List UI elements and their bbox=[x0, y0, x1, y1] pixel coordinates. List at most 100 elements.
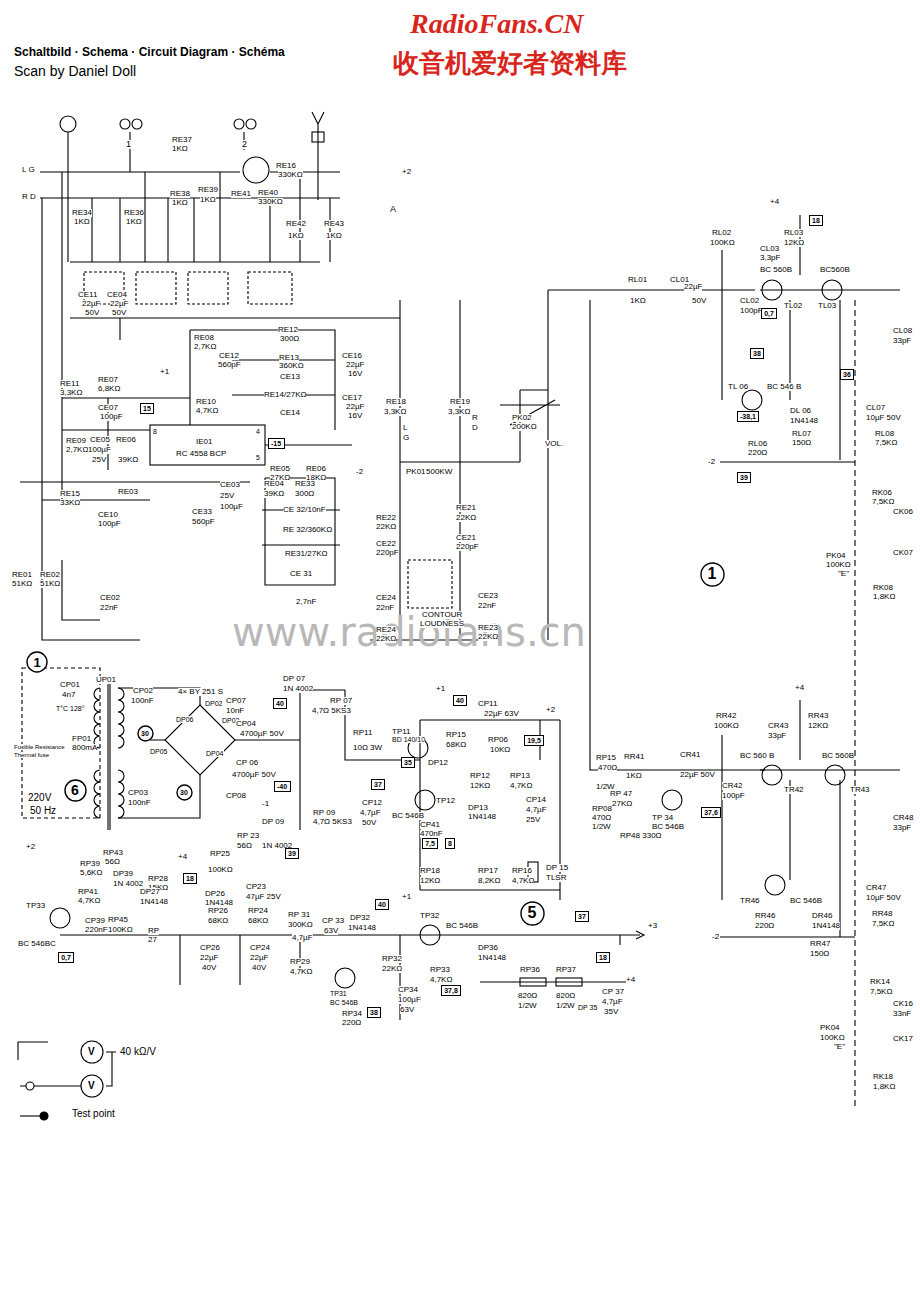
component-label: 4700µF 50V bbox=[240, 730, 284, 738]
component-label: RE08 bbox=[194, 334, 214, 342]
component-label: RP12 bbox=[470, 772, 490, 780]
component-label: L bbox=[403, 424, 407, 432]
measure-symbol bbox=[26, 1082, 34, 1090]
transistor-symbol bbox=[765, 875, 785, 895]
component-label: 4,7KΩ bbox=[512, 877, 534, 885]
circle-outline bbox=[177, 785, 192, 800]
voltmeter-symbol bbox=[81, 1041, 103, 1063]
component-label: RP 23 bbox=[237, 832, 259, 840]
component-label: 2 bbox=[242, 140, 247, 149]
component-label: DP 07 bbox=[283, 675, 305, 683]
node-text: -38,1 bbox=[740, 413, 756, 420]
component-label: 4n7 bbox=[62, 691, 75, 699]
transistor-symbol bbox=[742, 390, 762, 410]
component-label: DP 35 bbox=[578, 1004, 597, 1011]
component-label: DP06 bbox=[176, 716, 194, 723]
node-text: 38 bbox=[370, 1009, 378, 1016]
component-label: 3,3KΩ bbox=[448, 408, 470, 416]
component-label: BC 546 B bbox=[767, 383, 801, 391]
component-label: TR42 bbox=[784, 786, 804, 794]
transistor-symbol bbox=[50, 908, 70, 928]
component-label: BC 546B bbox=[446, 922, 478, 930]
component-label: RP28 bbox=[148, 875, 168, 883]
component-label: CK06 bbox=[893, 508, 913, 516]
component-label: 100nF bbox=[131, 697, 154, 705]
component-label: 7,5KΩ bbox=[875, 439, 897, 447]
component-label: 4,7KΩ bbox=[430, 976, 452, 984]
component-label: 39KΩ bbox=[264, 490, 284, 498]
component-label: RP15 bbox=[596, 754, 616, 762]
component-label: 200KΩ bbox=[512, 423, 537, 431]
component-label: 10nF bbox=[226, 707, 244, 715]
component-label: DP04 bbox=[206, 750, 224, 757]
component-label: CP08 bbox=[226, 792, 246, 800]
component-label: RE04 bbox=[264, 480, 284, 488]
node-text: 37 bbox=[578, 913, 586, 920]
component-label: 22nF bbox=[376, 604, 394, 612]
component-label: 50 Hz bbox=[30, 806, 56, 816]
component-label: 820Ω bbox=[518, 992, 537, 1000]
component-label: CP23 bbox=[246, 883, 266, 891]
component-label: 7,5KΩ bbox=[872, 498, 894, 506]
node-text: 6 bbox=[71, 783, 79, 797]
watermark: www.radiofans.cn bbox=[232, 612, 586, 652]
component-label: RR47 bbox=[810, 940, 830, 948]
component-label: RP11 bbox=[353, 729, 372, 737]
component-label: 50V bbox=[85, 309, 99, 317]
component-label: BC 546B bbox=[330, 999, 358, 1006]
transistor-symbol bbox=[335, 968, 355, 988]
component-label: CP 33 bbox=[322, 917, 344, 925]
test-point-box: 40 bbox=[273, 698, 287, 709]
component-label: RE07 bbox=[98, 376, 118, 384]
component-label: 56Ω bbox=[237, 842, 252, 850]
component-label: +4 bbox=[178, 853, 187, 861]
component-label: 40V bbox=[202, 964, 216, 972]
component-label: 12KΩ bbox=[420, 877, 440, 885]
component-label: 22KΩ bbox=[478, 633, 498, 641]
component-label: DP05 bbox=[150, 748, 168, 755]
circle-outline bbox=[138, 726, 153, 741]
component-label: CE14 bbox=[280, 409, 300, 417]
component-label: RE09 bbox=[66, 437, 86, 445]
test-point-box: 38 bbox=[750, 348, 764, 359]
input-wire bbox=[68, 132, 318, 200]
component-label: 51KΩ bbox=[12, 580, 32, 588]
circle-outline bbox=[65, 780, 86, 801]
component-label: 33nF bbox=[893, 1010, 911, 1018]
component-label: PK04 bbox=[820, 1024, 840, 1032]
component-label: RR48 bbox=[872, 910, 892, 918]
component-label: BD 140/10 bbox=[392, 736, 425, 743]
component-label: RL03 bbox=[784, 229, 803, 237]
component-label: CL03 bbox=[760, 245, 779, 253]
component-label: CE03 bbox=[220, 481, 240, 489]
component-label: CONTOUR bbox=[422, 611, 462, 619]
component-label: 68KΩ bbox=[446, 741, 466, 749]
component-label: CR41 bbox=[680, 751, 700, 759]
component-label: 3,3KΩ bbox=[384, 408, 406, 416]
component-label: 68KΩ bbox=[208, 917, 228, 925]
component-label: CE22 bbox=[376, 540, 396, 548]
component-label: CE23 bbox=[478, 592, 498, 600]
test-point-box: 39 bbox=[737, 472, 751, 483]
component-label: CL02 bbox=[740, 297, 759, 305]
node-text: 1 bbox=[33, 656, 40, 669]
node-text: 15 bbox=[143, 405, 151, 412]
bracket bbox=[106, 1052, 116, 1086]
component-label: IE01 bbox=[196, 438, 212, 446]
test-point-box: -15 bbox=[268, 438, 285, 449]
component-label: RE15 bbox=[60, 490, 80, 498]
component-label: RE02 bbox=[40, 571, 60, 579]
tape-symbol bbox=[120, 119, 256, 129]
component-label: 22KΩ bbox=[382, 965, 402, 973]
transistor-symbol bbox=[762, 765, 782, 785]
component-label: RE43 bbox=[324, 220, 344, 228]
node-text: 37,8 bbox=[444, 987, 458, 994]
component-label: RE41 bbox=[231, 190, 251, 198]
component-label: 100pF bbox=[740, 307, 763, 315]
component-label: A bbox=[390, 205, 396, 214]
component-label: 220pF bbox=[456, 543, 479, 551]
component-label: RE11 bbox=[60, 380, 79, 388]
component-label: CP03 bbox=[128, 789, 148, 797]
component-label: 33pF bbox=[893, 824, 911, 832]
component-label: RC 4558 BCP bbox=[176, 450, 226, 458]
